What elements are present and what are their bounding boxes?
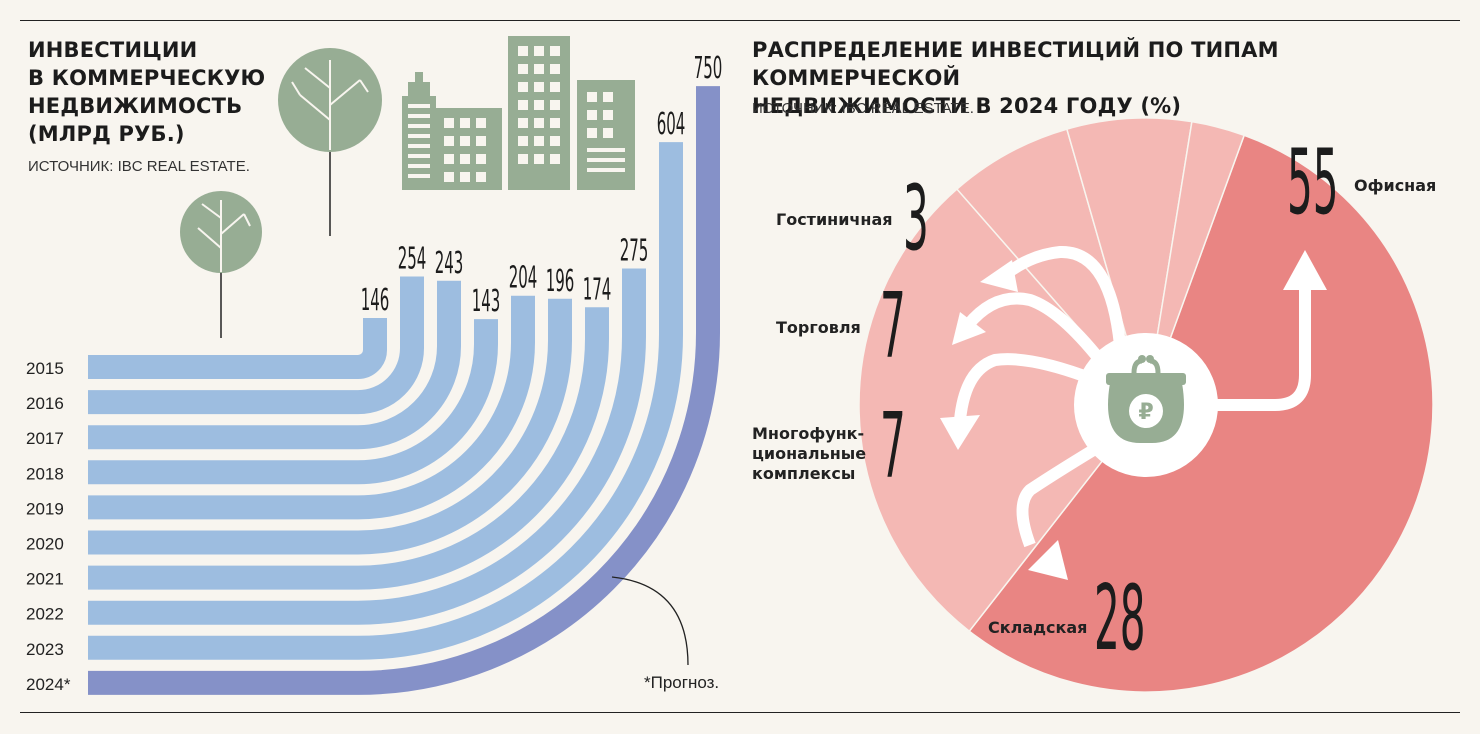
value-label: 143: [472, 283, 501, 318]
value-label: 243: [435, 245, 464, 280]
year-label: 2022: [26, 605, 64, 624]
right-source: ИСТОЧНИК: IBC REAL ESTATE.: [752, 100, 974, 117]
left-title-line: ИНВЕСТИЦИИ: [28, 38, 198, 62]
label-retail: Торговля: [776, 318, 861, 337]
year-label: 2016: [26, 394, 64, 413]
slice-multi: [955, 128, 1147, 406]
left-title-line: НЕДВИЖИМОСТЬ: [28, 94, 243, 118]
buildings-icon: [402, 36, 635, 190]
label-multi-line: Многофунк-: [752, 424, 865, 443]
tree-small-icon: [180, 191, 262, 338]
year-label: 2017: [26, 429, 64, 448]
bar-2021: [88, 307, 609, 590]
bar-2018: [88, 319, 498, 485]
distribution-arrows: [954, 246, 1311, 548]
value-retail: 7: [880, 274, 906, 379]
left-title-line: В КОММЕРЧЕСКУЮ: [28, 66, 266, 90]
year-label: 2015: [26, 359, 64, 378]
value-hotel: 3: [903, 166, 929, 271]
svg-text:₽: ₽: [1138, 400, 1153, 425]
value-label: 174: [583, 271, 612, 306]
slice-hotel: [1145, 120, 1246, 406]
bar-2023: [88, 142, 683, 660]
wallet-ruble-icon: ₽: [1074, 333, 1218, 477]
value-label: 275: [620, 233, 649, 268]
slice-retail: [1065, 117, 1193, 406]
arrowheads: [940, 250, 1327, 580]
tree-large-icon: [278, 48, 382, 236]
forecast-leader-line: [611, 576, 689, 666]
bar-2024*: [88, 86, 720, 695]
year-label: 2024*: [26, 675, 71, 694]
slice-warehouse: [858, 187, 1147, 633]
top-rule: [20, 20, 1460, 21]
right-title-line: РАСПРЕДЕЛЕНИЕ ИНВЕСТИЦИЙ ПО ТИПАМ КОММЕР…: [752, 38, 1279, 90]
value-label: 204: [509, 260, 538, 295]
value-label: 254: [398, 241, 427, 276]
right-chart-title: РАСПРЕДЕЛЕНИЕ ИНВЕСТИЦИЙ ПО ТИПАМ КОММЕР…: [752, 36, 1480, 120]
value-label: 750: [694, 50, 723, 85]
label-office: Офисная: [1354, 176, 1437, 195]
label-multi: Многофунк- циональные комплексы: [752, 424, 866, 484]
bottom-rule: [20, 712, 1460, 713]
bar-2016: [88, 276, 424, 415]
year-label: 2020: [26, 535, 64, 554]
label-hotel: Гостиничная: [776, 210, 893, 229]
bar-2019: [88, 295, 535, 520]
value-label: 146: [361, 282, 390, 317]
year-label: 2019: [26, 499, 64, 518]
label-multi-line: комплексы: [752, 464, 856, 483]
value-warehouse: 28: [1094, 566, 1146, 671]
left-source: ИСТОЧНИК: IBC REAL ESTATE.: [28, 158, 250, 175]
right-title-line: НЕДВИЖИМОСТИ В 2024 ГОДУ (%): [752, 94, 1182, 118]
label-multi-line: циональные: [752, 444, 867, 463]
left-title-line: (МЛРД РУБ.): [28, 122, 185, 146]
bar-2022: [88, 268, 646, 625]
forecast-footnote: *Прогноз.: [644, 673, 720, 692]
label-warehouse: Складская: [988, 618, 1088, 637]
bar-2015: [88, 318, 387, 379]
year-label: 2018: [26, 464, 64, 483]
bar-2020: [88, 298, 572, 555]
value-office: 55: [1287, 130, 1339, 235]
left-chart-title: ИНВЕСТИЦИИ В КОММЕРЧЕСКУЮ НЕДВИЖИМОСТЬ (…: [28, 36, 265, 148]
year-label: 2021: [26, 570, 64, 589]
year-label: 2023: [26, 640, 64, 659]
bar-2017: [88, 280, 461, 450]
value-multi: 7: [880, 394, 906, 499]
value-label: 196: [546, 263, 575, 298]
value-label: 604: [657, 106, 686, 141]
